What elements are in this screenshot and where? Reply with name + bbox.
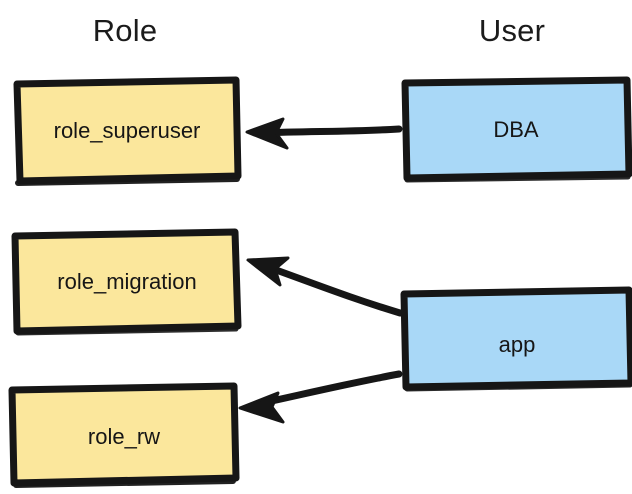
edge-app-rw-arrowhead (238, 391, 285, 424)
edge-app-migration-arrowhead (246, 256, 290, 287)
edge-app-to-role-migration (246, 256, 404, 317)
node-dba-shadow (404, 174, 631, 183)
column-header-user: User (478, 13, 546, 48)
column-header-role: Role (92, 13, 158, 48)
edge-dba-line (258, 125, 403, 137)
edge-dba-arrowhead (245, 117, 289, 150)
edge-app-to-role-rw (238, 370, 403, 424)
node-role-migration-label: role_migration (57, 269, 197, 294)
node-role-rw-label: role_rw (87, 424, 161, 449)
node-role-superuser-shadow (15, 176, 240, 186)
node-role-migration-shadow (15, 326, 239, 336)
edge-app-rw-line (254, 370, 403, 408)
node-role-superuser-label: role_superuser (53, 118, 201, 143)
node-dba-label: DBA (493, 117, 539, 142)
edge-dba-to-role-superuser (245, 117, 403, 150)
node-app-label: app (498, 332, 536, 357)
edge-app-migration-line (261, 262, 404, 317)
node-role-rw-shadow (13, 478, 236, 488)
node-app-shadow (404, 382, 632, 392)
